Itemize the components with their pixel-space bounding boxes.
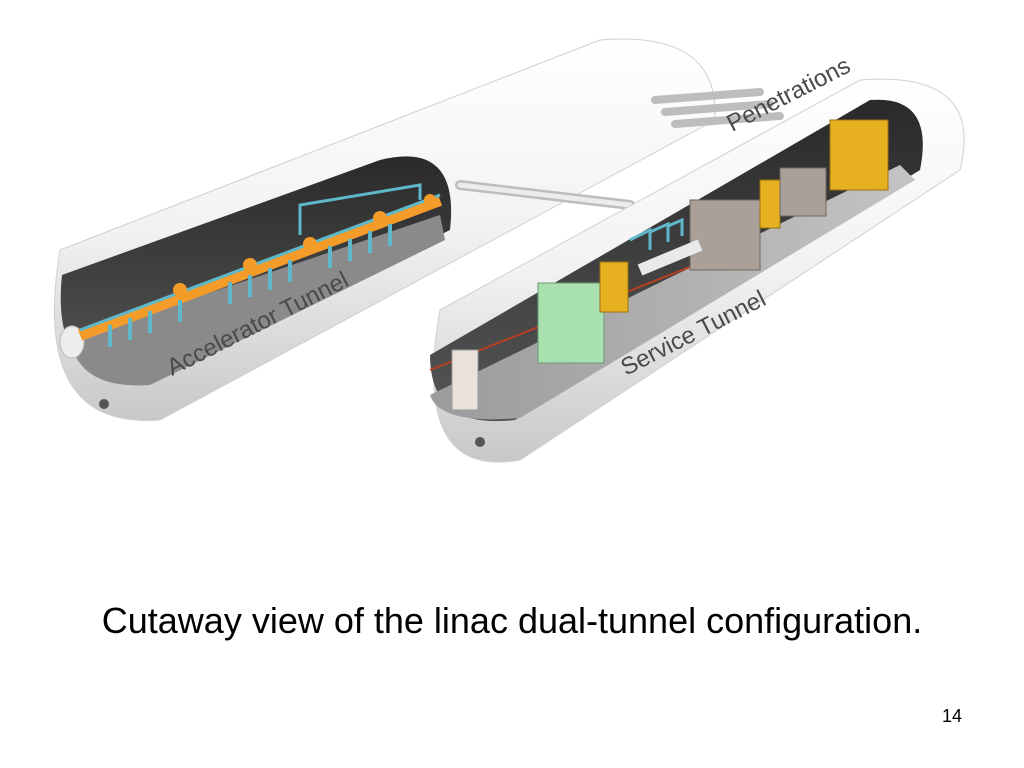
klystron-yellow-3 (829, 119, 889, 191)
cabinet-grey-2 (779, 167, 827, 217)
waveguide-pipe (637, 239, 703, 276)
rack-white (451, 349, 479, 411)
service-drain-hole (475, 437, 485, 447)
klystron-yellow-1 (599, 261, 629, 313)
klystron-yellow-2 (759, 179, 781, 229)
page-number: 14 (941, 706, 962, 726)
service-tunnel: Service Tunnel (429, 78, 965, 463)
dual-tunnel-cutaway-diagram: Accelerator Tunnel Penetrations (53, 38, 965, 463)
cryomodule-string (77, 183, 443, 347)
rf-distribution (629, 217, 684, 250)
figure-caption: Cutaway view of the linac dual-tunnel co… (101, 600, 923, 641)
cabinet-grey-1 (689, 199, 761, 271)
beam-pipe-end (59, 325, 85, 359)
accelerator-tunnel: Accelerator Tunnel (53, 38, 716, 422)
drain-hole (99, 399, 109, 409)
modulator-green (537, 282, 605, 364)
